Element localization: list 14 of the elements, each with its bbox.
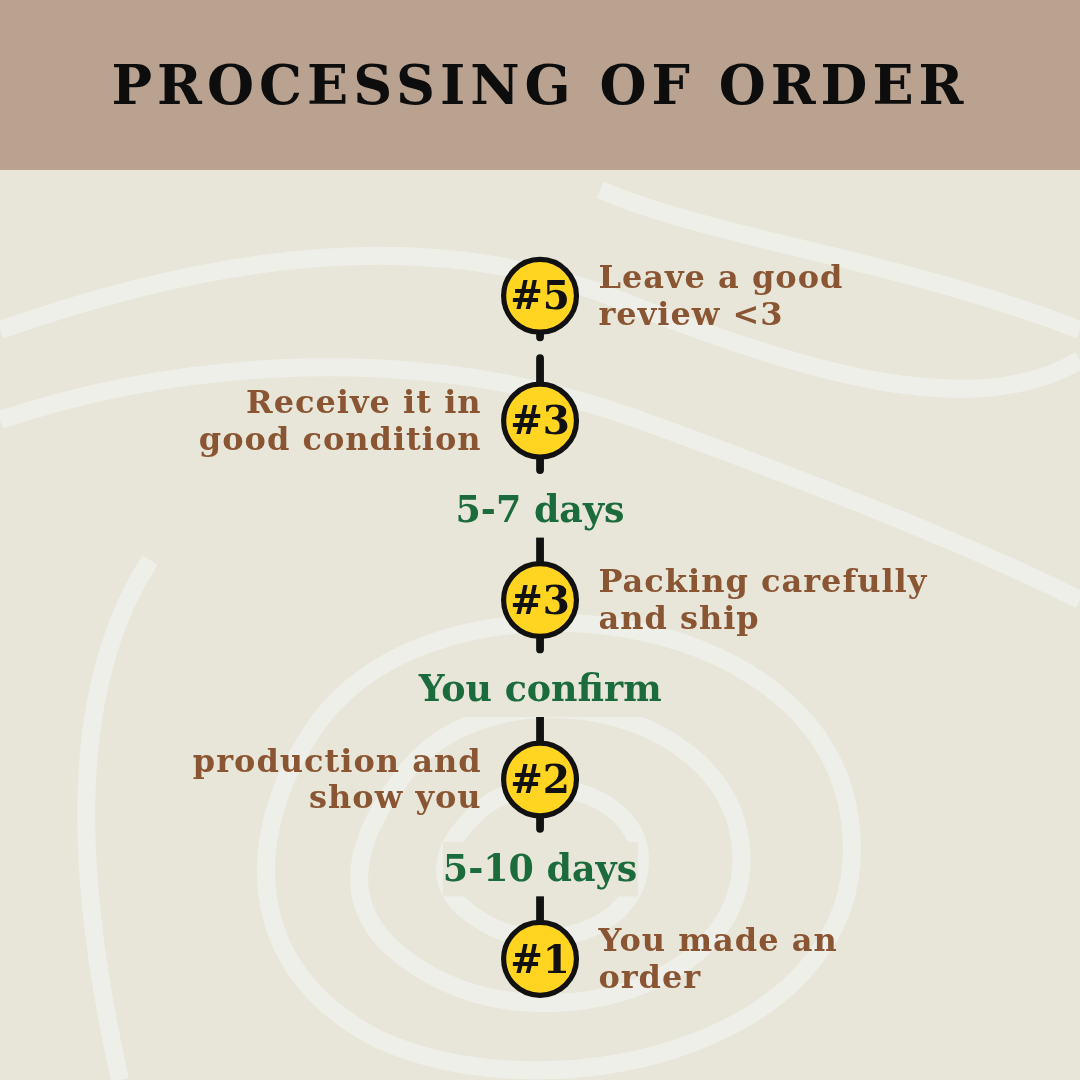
step-caption: production and show you [191, 742, 482, 817]
node-circle [501, 740, 579, 819]
edge-label: You confirm [418, 667, 662, 711]
node-circle [501, 256, 579, 335]
node-circle [501, 561, 579, 640]
step-caption: Leave a good review <3 [598, 258, 845, 333]
step-caption: Receive it in good condition [197, 383, 482, 458]
node-circle [501, 920, 579, 999]
step-caption: You made an order [598, 922, 839, 996]
step-caption: Packing carefully and ship [598, 563, 929, 637]
edge-label: 5-7 days [455, 488, 625, 532]
title-banner: PROCESSING OF ORDER [0, 0, 1080, 170]
edge-label: 5-10 days [442, 847, 638, 891]
node-circle [501, 381, 579, 460]
